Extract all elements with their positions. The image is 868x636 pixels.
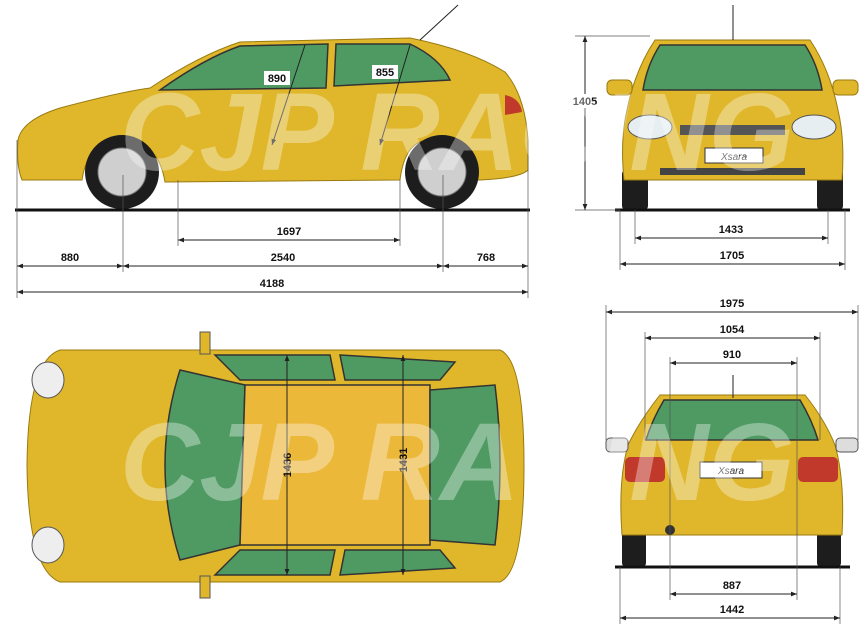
rear-badge	[699, 461, 763, 479]
front-headlight-right	[791, 114, 837, 140]
rear-overhang-label: 768	[477, 252, 495, 264]
rear-door-height-label: 855	[376, 67, 394, 79]
front-view: Xsara 1405 1433 1705	[570, 5, 859, 270]
side-view: 890 855 1697 880 2540 768 4188	[15, 4, 530, 298]
top-view: 1436 1431	[26, 331, 525, 599]
front-headlight-left	[627, 114, 673, 140]
width-with-mirrors-label: 1975	[720, 298, 744, 310]
side-tail-light	[505, 95, 522, 115]
front-overhang-label: 880	[61, 252, 79, 264]
rear-light-right	[798, 457, 838, 482]
boot-opening-width-label: 1054	[720, 324, 745, 336]
wheelbase-label: 2540	[271, 252, 295, 264]
interior-length-label: 1697	[277, 226, 301, 238]
rear-track-label: 1442	[720, 604, 744, 616]
rear-interior-width-label: 1431	[398, 448, 410, 472]
front-badge	[704, 147, 764, 164]
front-door-height-label: 890	[268, 73, 286, 85]
rear-window-width-label: 910	[723, 349, 741, 361]
width-label: 1705	[720, 250, 744, 262]
rear-view: Xsara 1975 1054 910 887 1442	[605, 298, 859, 624]
watermark-lower: CJP RACING	[120, 401, 794, 524]
height-label: 1405	[573, 96, 597, 108]
front-track-label: 1433	[719, 224, 743, 236]
overall-length-label: 4188	[260, 278, 284, 290]
rear-badge-text: Xsara	[717, 466, 745, 477]
top-windscreen	[164, 369, 246, 561]
side-rear-wheel	[405, 135, 479, 209]
rear-window	[644, 399, 820, 441]
front-windscreen	[642, 44, 823, 91]
side-front-wheel	[85, 135, 159, 209]
front-badge-text: Xsara	[720, 152, 748, 163]
top-rear-window	[429, 384, 501, 546]
watermark: CJP RACING	[120, 71, 794, 194]
boot-sill-width-label: 887	[723, 580, 741, 592]
rear-light-left	[625, 457, 665, 482]
front-interior-width-label: 1436	[282, 453, 294, 477]
